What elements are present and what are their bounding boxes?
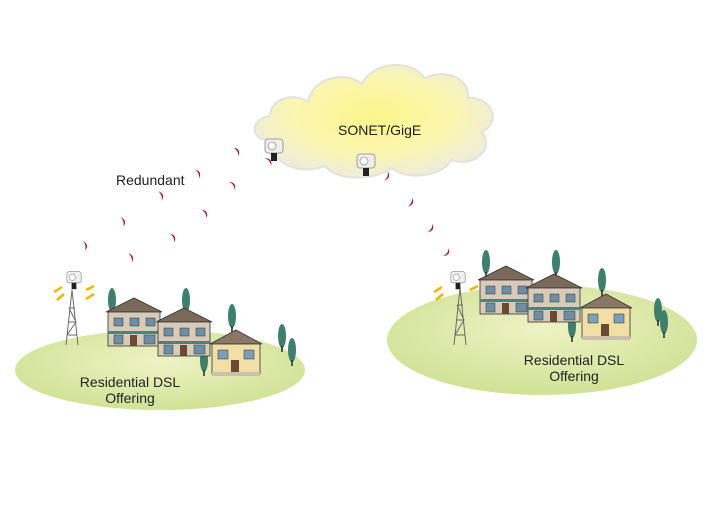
left-house-2: [155, 307, 213, 357]
wave-mark: [158, 191, 164, 201]
wave-mark: [229, 181, 236, 191]
wave-mark: [83, 241, 87, 251]
wireless-waves: [83, 147, 450, 263]
right-spark-icon: [433, 284, 479, 301]
wave-mark: [407, 197, 414, 207]
wave-mark: [120, 217, 126, 227]
wave-mark: [264, 158, 272, 166]
sonet-cloud: [253, 64, 494, 179]
cloud-label: SONET/GigE: [338, 122, 422, 138]
right-site-label-line-2: Offering: [549, 368, 599, 384]
wave-mark: [194, 169, 201, 179]
right-site-label-line-1: Residential DSL: [523, 352, 625, 368]
right-site-label: Residential DSL Offering: [514, 352, 634, 384]
wave-mark: [384, 171, 390, 181]
wave-mark: [128, 253, 134, 263]
wave-mark: [443, 247, 450, 257]
right-site: [387, 250, 697, 395]
left-tower-radio: [66, 271, 82, 290]
wave-mark: [169, 233, 176, 243]
wave-mark: [233, 147, 240, 157]
left-spark-icon: [53, 284, 95, 301]
left-tower: [65, 289, 79, 346]
left-site-label-line-1: Residential DSL: [79, 374, 181, 390]
wave-mark: [201, 209, 208, 219]
wave-mark: [427, 223, 434, 233]
left-site: [15, 271, 305, 410]
redundant-label: Redundant: [116, 172, 185, 188]
left-site-label-line-2: Offering: [105, 390, 155, 406]
right-house-2: [525, 273, 583, 323]
left-site-label: Residential DSL Offering: [70, 374, 190, 406]
right-tower-radio: [450, 271, 466, 290]
